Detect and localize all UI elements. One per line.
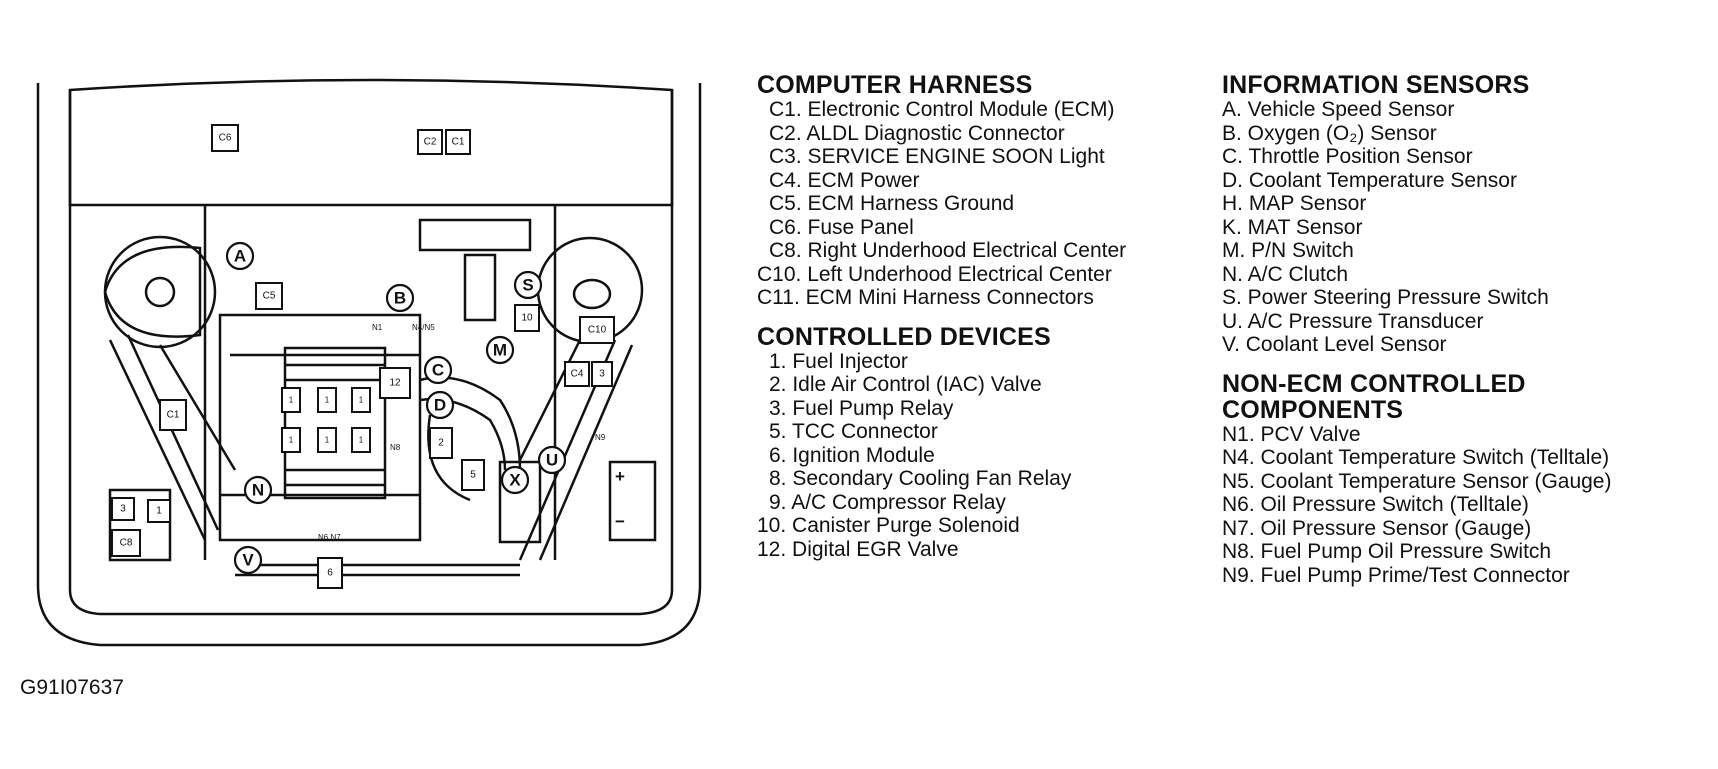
list-item: 10. Canister Purge Solenoid [757,514,1020,537]
box-c5: C5 [263,291,276,302]
cowl-panel [68,78,674,207]
manifold-tube [427,414,471,502]
label-n9: N9 [595,433,606,442]
list-item: S. Power Steering Pressure Switch [1222,286,1549,309]
list-item: 8. Secondary Cooling Fan Relay [769,467,1072,490]
list-item: N9. Fuel Pump Prime/Test Connector [1222,563,1570,587]
list-item: 2. Idle Air Control (IAC) Valve [769,373,1042,396]
list-item: N1. PCV Valve [1222,422,1361,446]
sensor-callout-n: N [252,481,264,500]
computer-harness-list: C1. Electronic Control Module (ECM) C2. … [757,98,1126,310]
fender-line [68,90,674,616]
list-item: 12. Digital EGR Valve [757,537,959,561]
injector-5: 1 [325,436,330,445]
label-n4n5: N4/N5 [412,323,435,332]
sensor-callout-a: A [234,247,246,266]
figure-id: G91I07637 [20,676,124,699]
battery [608,460,657,542]
list-item: V. Coolant Level Sensor [1222,333,1447,356]
box-c1-left: C1 [167,410,180,421]
information-sensors-heading: INFORMATION SENSORS [1222,71,1530,99]
list-item: 5. TCC Connector [769,420,938,443]
injector-4: 1 [289,436,294,445]
list-item: C4. ECM Power [769,168,920,192]
box-c10: C10 [588,325,607,336]
list-item: C2. ALDL Diagnostic Connector [769,121,1065,145]
list-item: A. Vehicle Speed Sensor [1222,98,1455,121]
list-item: M. P/N Switch [1222,239,1354,262]
list-item: B. Oxygen (O₂) Sensor [1222,121,1437,145]
box-c1: C1 [452,137,465,148]
list-item: C10. Left Underhood Electrical Center [757,262,1112,286]
list-item: C8. Right Underhood Electrical Center [769,239,1127,262]
box-c4: C4 [571,369,584,380]
controlled-devices-list: 1. Fuel Injector 2. Idle Air Control (IA… [757,350,1126,562]
label-n6n7: N6 N7 [318,533,341,542]
list-item: 9. A/C Compressor Relay [769,490,1006,514]
injector-6: 1 [359,436,364,445]
box-c8: C8 [120,538,133,549]
injector-1: 1 [289,396,294,405]
box-10: 10 [521,313,533,324]
compartment-outline [36,83,702,647]
non-ecm-heading-line2: COMPONENTS [1222,395,1404,424]
box-3-left: 3 [120,504,126,515]
injector-3: 1 [359,396,364,405]
controlled-devices-heading: CONTROLLED DEVICES [757,322,1051,351]
list-item: C1. Electronic Control Module (ECM) [769,98,1115,121]
box-6: 6 [327,568,333,579]
list-item: C5. ECM Harness Ground [769,192,1015,215]
sensor-callout-u: U [546,451,558,470]
list-item: U. A/C Pressure Transducer [1222,309,1484,333]
list-item: N5. Coolant Temperature Sensor (Gauge) [1222,469,1612,493]
engine-compartment-diagram: A B C D M S N V X U C6 C2 [36,78,702,647]
sensor-callout-v: V [242,551,254,570]
sensor-callout-s: S [522,276,533,295]
legend-column-right: INFORMATION SENSORS A. Vehicle Speed Sen… [1222,72,1611,601]
sensor-callout-m: M [493,341,507,360]
engine-block [218,313,422,542]
list-item: C6. Fuse Panel [769,215,914,239]
left-strut-tower [103,235,217,349]
list-item: 6. Ignition Module [769,443,935,467]
list-item: C. Throttle Position Sensor [1222,145,1473,168]
list-item: N6. Oil Pressure Switch (Telltale) [1222,493,1529,516]
label-n8: N8 [390,443,401,452]
non-ecm-heading-line1: NON-ECM CONTROLLED [1222,369,1526,398]
computer-harness-heading: COMPUTER HARNESS [757,71,1033,99]
box-c2: C2 [424,137,437,148]
list-item: N. A/C Clutch [1222,262,1349,286]
air-intake [418,218,532,252]
box-1-left: 1 [156,506,162,517]
sensor-callout-x: X [509,471,521,490]
battery-plus: + [615,467,625,486]
sensor-callout-c: C [432,361,444,380]
injector-2: 1 [325,396,330,405]
legend-column-left: COMPUTER HARNESS C1. Electronic Control … [757,72,1126,575]
battery-minus: − [615,512,625,531]
box-5: 5 [470,470,476,481]
intake-manifold [283,346,387,500]
list-item: C3. SERVICE ENGINE SOON Light [769,145,1105,168]
list-item: 1. Fuel Injector [769,349,908,373]
list-item: C11. ECM Mini Harness Connectors [757,286,1094,309]
list-item: H. MAP Sensor [1222,192,1367,215]
label-n1: N1 [372,323,383,332]
non-ecm-list: N1. PCV Valve N4. Coolant Temperature Sw… [1222,423,1611,588]
left-frame-rail [108,334,237,541]
box-c6: C6 [219,133,232,144]
list-item: N7. Oil Pressure Sensor (Gauge) [1222,516,1532,540]
list-item: K. MAT Sensor [1222,215,1363,239]
sensor-callout-d: D [434,396,446,415]
sensor-callout-b: B [394,289,406,308]
list-item: N8. Fuel Pump Oil Pressure Switch [1222,540,1552,563]
list-item: D. Coolant Temperature Sensor [1222,168,1517,192]
box-12: 12 [389,378,401,389]
information-sensors-list: A. Vehicle Speed Sensor B. Oxygen (O₂) S… [1222,98,1611,357]
list-item: 3. Fuel Pump Relay [769,396,954,420]
box-3: 3 [599,369,605,380]
box-2: 2 [438,438,444,449]
list-item: N4. Coolant Temperature Switch (Telltale… [1222,446,1610,469]
